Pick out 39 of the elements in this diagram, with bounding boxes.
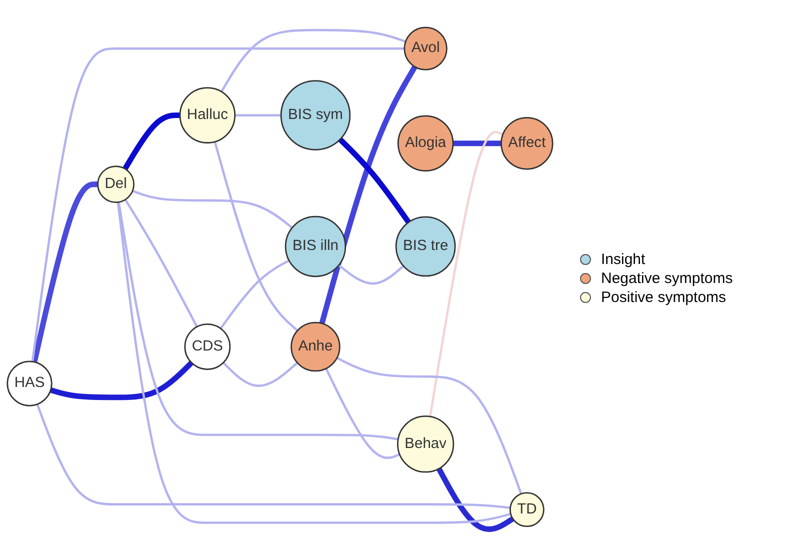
node-circle (500, 116, 554, 170)
legend-label: Positive symptoms (601, 288, 726, 306)
connector (124, 198, 198, 328)
node-circle (179, 86, 236, 144)
connector (220, 259, 290, 329)
node-circle (397, 415, 454, 472)
network-graph: Avol Halluc BIS sym Alogia Affect Del BIS illn BIS tre CDS Anhe HAS Behav TD (0, 20, 560, 536)
connector (132, 190, 293, 228)
node-circle (284, 216, 346, 277)
connector (453, 140, 502, 146)
connector (428, 130, 504, 417)
connector (336, 356, 522, 494)
node-circle (290, 322, 340, 372)
connector (338, 264, 404, 284)
connector (36, 404, 510, 509)
node-circle (6, 360, 52, 406)
legend-label: Insight (601, 250, 646, 268)
connector (436, 467, 514, 532)
connector (214, 141, 298, 332)
connector (222, 362, 298, 387)
connector (325, 368, 400, 459)
connector (50, 360, 194, 400)
node-circle (397, 114, 454, 172)
connector (319, 65, 418, 324)
connector (220, 28, 406, 92)
node-circle (404, 26, 448, 70)
connector (338, 137, 411, 224)
node-circle (97, 165, 134, 203)
connector (116, 202, 512, 524)
connector (234, 114, 282, 116)
node-circle (395, 216, 456, 276)
connector (122, 112, 180, 170)
node-circle (280, 80, 351, 150)
connector (31, 47, 404, 362)
node-circle (509, 492, 544, 527)
connector (32, 181, 98, 362)
connector (118, 202, 398, 440)
node-circle (184, 323, 231, 370)
legend-label: Negative symptoms (601, 270, 733, 286)
